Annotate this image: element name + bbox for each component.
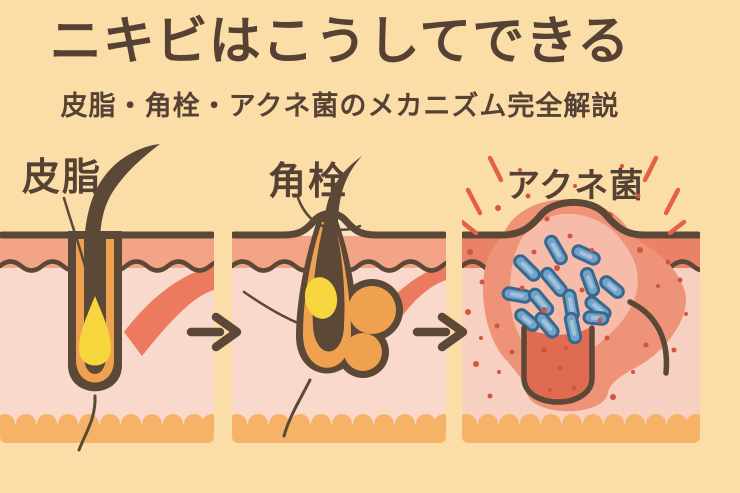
bacteria-rod (563, 311, 583, 345)
bacteria-rod (562, 288, 580, 322)
inflammation-dot (495, 205, 501, 211)
bacteria-rod (513, 254, 541, 282)
bacteria-rod (527, 287, 555, 317)
sebum-fill (79, 296, 111, 366)
bulb-outline (521, 325, 595, 405)
inflammation-dot (637, 247, 643, 253)
page-title: ニキビはこうしてできる (49, 13, 631, 71)
inflammation-dot (525, 193, 531, 199)
inflammation-dot (465, 309, 471, 315)
bacteria-rod (599, 275, 625, 299)
bacteria-group (501, 234, 625, 345)
inflammation-dot (684, 312, 688, 316)
skin-surface-line (462, 198, 700, 239)
sebaceous-gland (124, 266, 214, 356)
inflammation-dot (597, 317, 603, 323)
emphasis-line (667, 219, 687, 236)
inflammation-dot (557, 365, 563, 371)
emphasis-lines-icon (462, 155, 687, 236)
inflammation-dot (497, 370, 501, 374)
inflammation-dot (567, 233, 573, 239)
inflammation-dot (509, 349, 515, 355)
bacteria-rod (514, 308, 540, 332)
inflammation-dot (544, 216, 550, 222)
inflammation-dot (631, 370, 635, 374)
inflammation-dot (467, 249, 473, 255)
panel-keratin-plug-illustration (232, 156, 446, 443)
inflammation-dot (554, 265, 560, 271)
inflammation-dot (531, 249, 537, 255)
emphasis-line (465, 187, 483, 216)
inflammation-dot (541, 307, 547, 313)
arrow-right-icon (186, 312, 242, 352)
page-subtitle: 皮脂・角栓・アクネ菌のメカニズム完全解説 (60, 91, 620, 121)
panel-sebum-illustration (0, 144, 214, 452)
inflammation-dot (656, 284, 660, 288)
inflammation-dot (479, 279, 485, 285)
sebum-fill (304, 277, 338, 319)
inflammation-dot (671, 347, 677, 353)
subcutaneous-fat-layer (462, 414, 700, 443)
inflammation-dot (548, 388, 552, 392)
hair-root-line (77, 394, 97, 452)
emphasis-line (642, 155, 659, 183)
label-leader-line (296, 196, 362, 231)
inflammation-dot (473, 361, 479, 367)
inflammation-dot (643, 342, 649, 348)
emphasis-line (663, 187, 681, 216)
inflammation-dot (579, 287, 585, 293)
subcutaneous-fat-layer (0, 414, 214, 443)
inflammation-dot (519, 285, 525, 291)
label-leader-line (62, 196, 95, 297)
emphasis-line (487, 155, 504, 183)
inflammation-dot (571, 385, 577, 391)
inflammation-dot (665, 259, 671, 265)
bacteria-rod (579, 266, 601, 298)
inflammation-dot (494, 323, 500, 329)
inflammation-dot (518, 168, 522, 172)
bacteria-rod (571, 244, 601, 266)
inflammation-dot (590, 248, 594, 252)
inflammation-dot (677, 277, 683, 283)
inflammation-dot (541, 347, 547, 353)
inflammation-dot (610, 394, 616, 400)
inflammation-dot (564, 346, 568, 350)
follicle-remnant-curve (627, 299, 670, 376)
inflammation-dot (604, 335, 610, 341)
inflamed-follicle-bulb (524, 325, 592, 404)
arrow-right-icon (412, 312, 468, 352)
panel-acne-bacteria-illustration (462, 155, 700, 443)
inflammation-dot (479, 336, 483, 340)
inflammation-dot (620, 164, 624, 168)
label-sebum: 皮脂 (22, 157, 103, 199)
bacteria-rod (544, 234, 568, 266)
inflammation-dot (573, 184, 577, 188)
inflammation-dot (487, 393, 493, 399)
red-dots-group (465, 164, 688, 400)
hair-shaft (324, 156, 362, 226)
bacteria-rod (534, 311, 560, 339)
hair-root-line (282, 378, 312, 438)
emphasis-line (462, 219, 479, 236)
inflammation-dot (635, 193, 641, 199)
hair-shaft (84, 144, 160, 244)
swollen-follicle (296, 216, 403, 378)
bacteria-rod (582, 310, 610, 326)
hair-follicle (68, 231, 122, 392)
